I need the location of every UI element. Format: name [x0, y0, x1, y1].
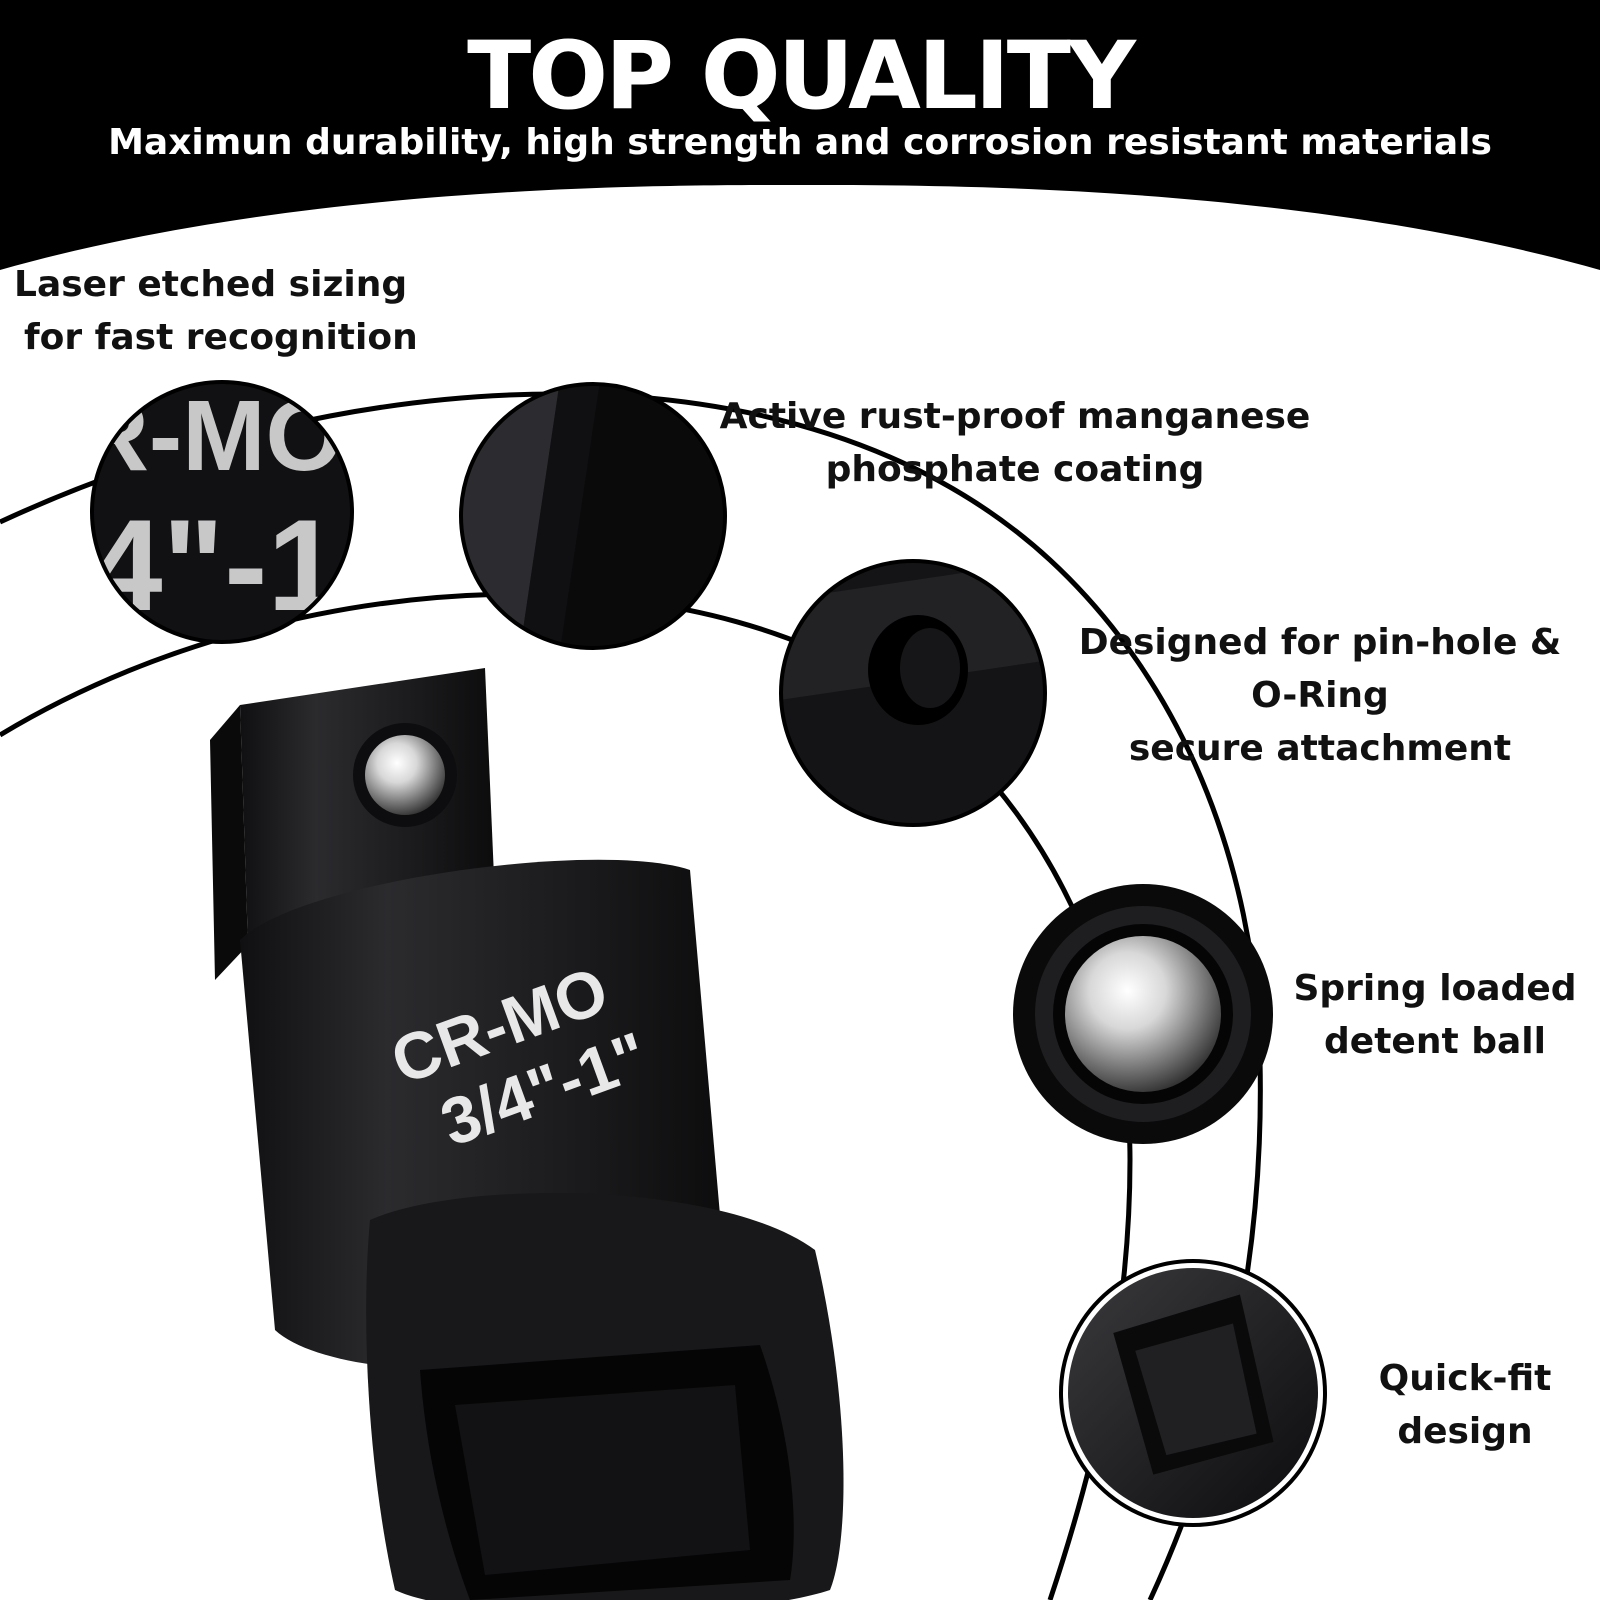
callout-quick-fit-line1: Quick-fit — [1378, 1358, 1552, 1399]
callout-laser-etched-line2: for fast recognition — [24, 317, 418, 358]
detent-ball-closeup — [1065, 936, 1221, 1092]
callout-laser-etched: Laser etched sizing for fast recognition — [14, 258, 418, 364]
callout-pin-hole: Designed for pin-hole & O-Ring secure at… — [1060, 616, 1580, 775]
callout-quick-fit-line2: design — [1397, 1411, 1533, 1452]
header-band — [0, 0, 1600, 270]
callout-coating-line1: Active rust-proof manganese — [719, 396, 1311, 437]
callout-quick-fit: Quick-fit design — [1345, 1352, 1585, 1458]
detail-circle-detent-ball — [1013, 884, 1273, 1144]
callout-pin-hole-line1: Designed for pin-hole & — [1078, 622, 1562, 663]
callout-detent-ball: Spring loaded detent ball — [1290, 962, 1580, 1068]
callout-pin-hole-line2: O-Ring — [1251, 675, 1389, 716]
drive-detent-ball — [365, 735, 445, 815]
callout-detent-ball-line2: detent ball — [1324, 1021, 1546, 1062]
page-title: TOP QUALITY — [467, 22, 1136, 131]
callout-coating: Active rust-proof manganese phosphate co… — [700, 390, 1330, 496]
detail-circle-quick-fit — [1059, 1259, 1327, 1527]
callout-detent-ball-line1: Spring loaded — [1293, 968, 1577, 1009]
callout-coating-line2: phosphate coating — [825, 449, 1205, 490]
detail-circle-pin-hole — [779, 559, 1047, 827]
impact-adapter: CR-MO 3/4"-1" — [210, 668, 844, 1600]
detail-circle-laser-etched: R-MO 4"-1 — [90, 380, 354, 644]
page-subtitle: Maximun durability, high strength and co… — [108, 122, 1492, 163]
callout-laser-etched-line1: Laser etched sizing — [14, 264, 408, 305]
callout-pin-hole-line3: secure attachment — [1128, 728, 1512, 769]
